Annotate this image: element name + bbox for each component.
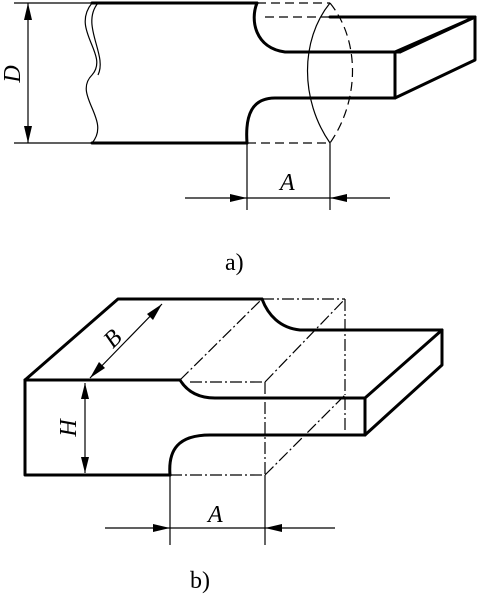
label-a-top: A (278, 170, 295, 196)
block-body (23, 297, 444, 477)
label-h: H (56, 418, 82, 438)
caption-a: a) (225, 250, 244, 276)
dimension-a-bottom: A (105, 475, 335, 545)
milled-slot (245, 1, 477, 145)
label-b: B (99, 324, 128, 353)
dimension-h: H (56, 383, 89, 473)
dimension-d: D (0, 2, 92, 144)
figure-b: B H A b) (23, 297, 444, 594)
removed-material-lines (170, 298, 346, 476)
lens-ellipse (247, 2, 353, 144)
label-d: D (0, 65, 26, 83)
figure-a: D A a) (0, 1, 477, 276)
caption-b: b) (190, 568, 210, 594)
shaft-body (84, 1, 259, 145)
dimension-a-top: A (185, 143, 390, 210)
label-a-bottom: A (206, 502, 223, 528)
